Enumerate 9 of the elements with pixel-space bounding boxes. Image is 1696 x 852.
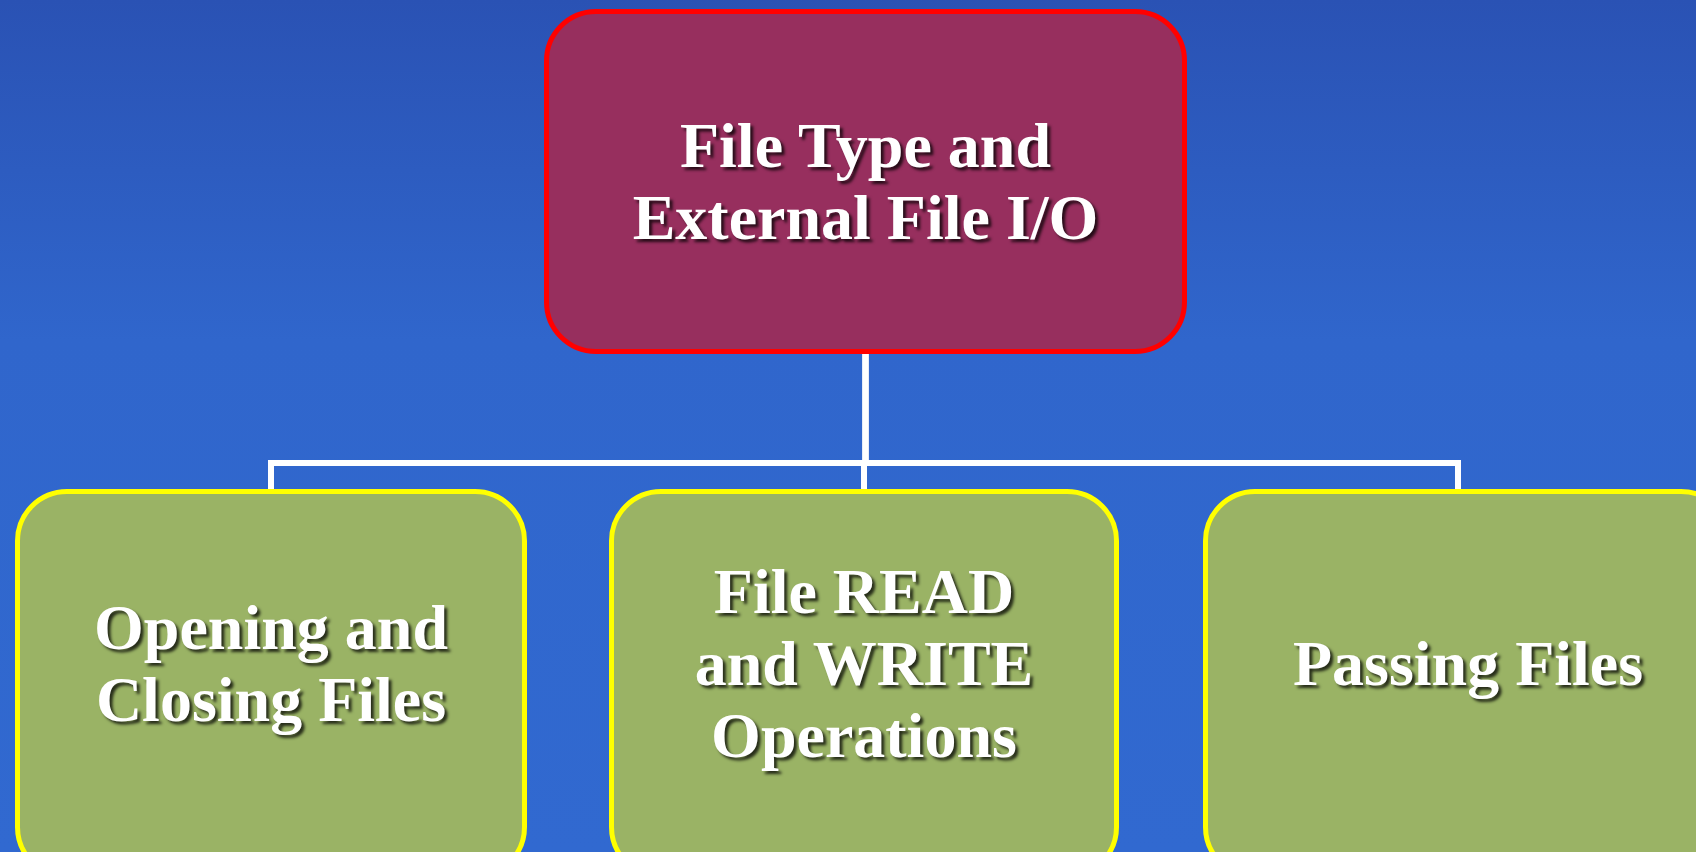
subtopic-box [1203,489,1696,852]
topic-box [544,9,1187,354]
box-label: Passing Files [1292,628,1644,700]
connector-line [862,354,1461,489]
subtopic-box [15,489,527,852]
box-label: File READ and WRITE Operations [693,556,1035,772]
subtopic-box [609,489,1119,852]
box-label: File Type and External File I/O [631,109,1100,254]
box-label: Opening and Closing Files [93,592,449,736]
